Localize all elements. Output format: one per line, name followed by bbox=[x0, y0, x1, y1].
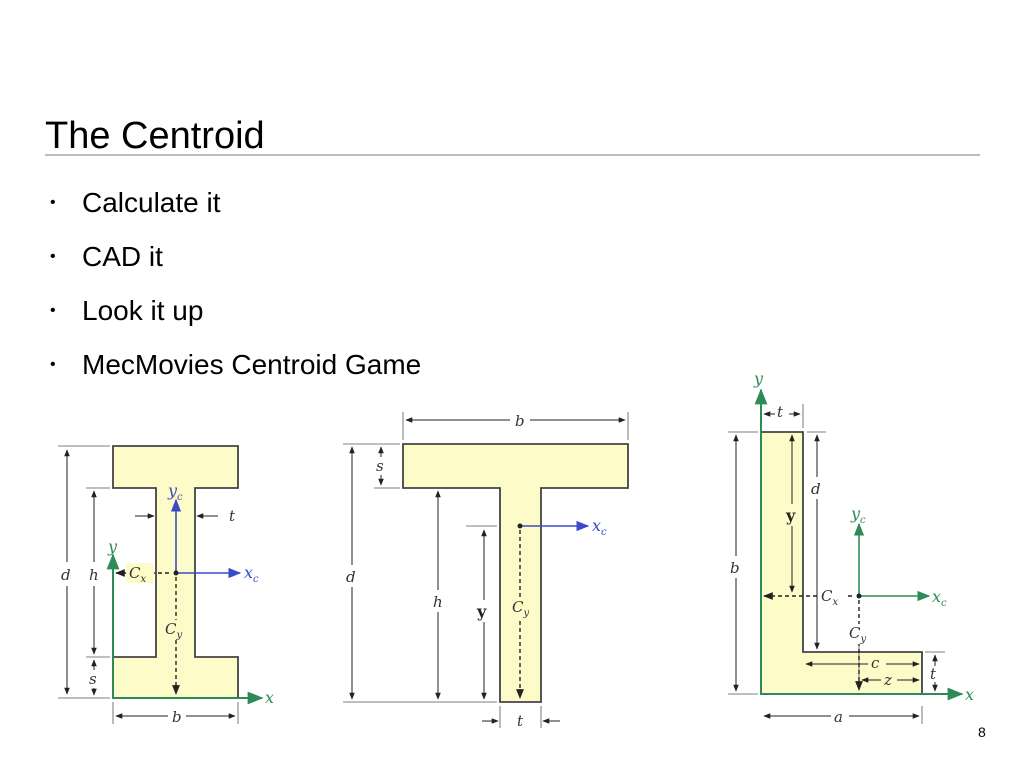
a-label-ybar: y bbox=[785, 506, 796, 525]
a-label-a: a bbox=[834, 708, 843, 726]
a-label-b: b bbox=[730, 559, 740, 577]
i-axis-x-label: x bbox=[265, 688, 274, 707]
a-label-c: c bbox=[871, 654, 880, 672]
bullet-dot-icon: • bbox=[50, 302, 56, 319]
bullet-item: • CAD it bbox=[50, 230, 421, 284]
t-beam-shape bbox=[402, 443, 629, 703]
i-label-cy: Cy bbox=[165, 620, 182, 641]
page-number: 8 bbox=[978, 724, 986, 740]
i-label-s: s bbox=[89, 670, 97, 688]
t-label-ybar: y bbox=[476, 602, 487, 621]
i-label-h: h bbox=[89, 566, 99, 584]
a-label-cy: Cy bbox=[849, 624, 866, 645]
a-label-z: z bbox=[883, 671, 892, 689]
a-axis-y-label: y bbox=[753, 369, 764, 388]
t-label-b: b bbox=[515, 412, 525, 430]
bullet-dot-icon: • bbox=[50, 356, 56, 373]
t-beam-figure: b s d h y xc Cy t bbox=[343, 410, 629, 730]
bullet-text: Look it up bbox=[82, 295, 204, 326]
i-axis-y-label: y bbox=[107, 537, 118, 556]
i-label-t: t bbox=[229, 507, 236, 525]
a-axis-yc-label: yc bbox=[850, 504, 866, 526]
a-axis-x-label: x bbox=[965, 685, 974, 704]
bullet-text: Calculate it bbox=[82, 187, 221, 218]
i-label-b: b bbox=[172, 708, 182, 726]
bullet-text: MecMovies Centroid Game bbox=[82, 349, 422, 380]
a-axis-xc-label: xc bbox=[932, 587, 947, 609]
bullet-item: • Calculate it bbox=[50, 176, 421, 230]
bullet-dot-icon: • bbox=[50, 248, 56, 265]
bullet-item: • Look it up bbox=[50, 284, 421, 338]
a-label-t-top: t bbox=[777, 403, 784, 421]
t-label-h: h bbox=[433, 593, 443, 611]
bullet-dot-icon: • bbox=[50, 194, 56, 211]
angle-shape bbox=[760, 431, 923, 695]
a-label-t-right: t bbox=[930, 665, 937, 683]
i-beam-figure: d h s b t x y xc yc Cx Cy bbox=[58, 445, 274, 726]
i-axis-xc-label: xc bbox=[244, 563, 259, 585]
t-axis-xc-label: xc bbox=[592, 516, 607, 538]
i-label-cx: Cx bbox=[129, 564, 146, 585]
t-label-t: t bbox=[517, 712, 524, 730]
t-label-cy: Cy bbox=[512, 598, 529, 619]
a-label-d: d bbox=[811, 480, 821, 498]
bullet-list: • Calculate it • CAD it • Look it up • MecMo… bbox=[50, 176, 421, 392]
title-divider bbox=[45, 154, 980, 156]
a-label-cx: Cx bbox=[821, 587, 838, 608]
i-axis-yc-label: yc bbox=[167, 481, 183, 503]
angle-figure: x y t b d y xc yc Cx Cy c bbox=[727, 369, 974, 726]
bullet-text: CAD it bbox=[82, 241, 163, 272]
t-label-d: d bbox=[346, 568, 356, 586]
t-label-s: s bbox=[376, 457, 384, 475]
i-label-d: d bbox=[61, 566, 71, 584]
bullet-item: • MecMovies Centroid Game bbox=[50, 338, 421, 392]
slide-title: The Centroid bbox=[45, 115, 265, 158]
